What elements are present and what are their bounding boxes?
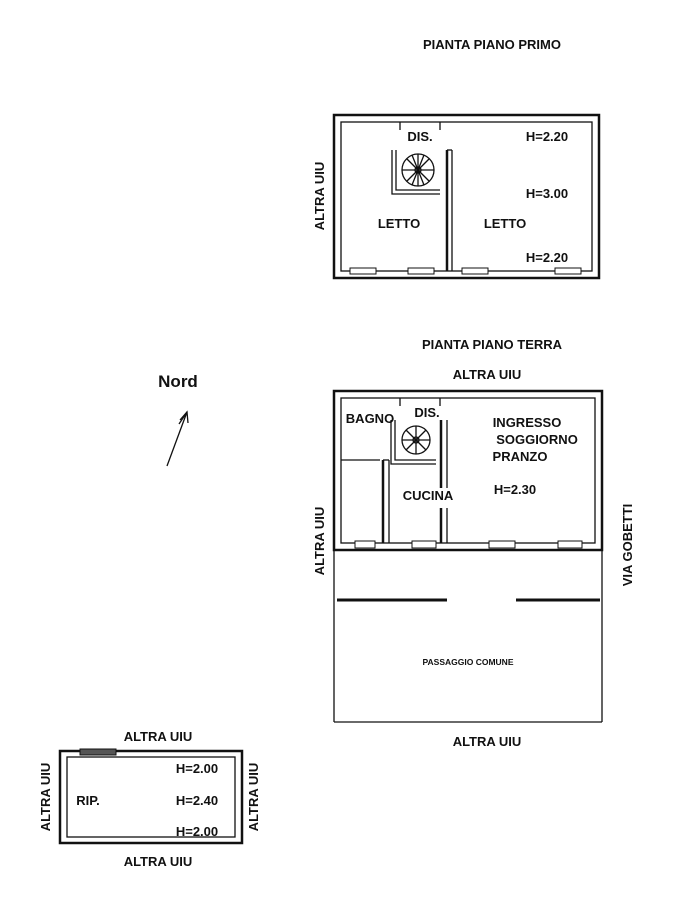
ground-floor-side-bottom: ALTRA UIU [453, 734, 522, 749]
ground-floor-height: H=2.30 [494, 482, 536, 497]
ground-floor-side-top: ALTRA UIU [453, 367, 522, 382]
first-floor-height-middle: H=3.00 [526, 186, 568, 201]
storage-outer-wall [58, 749, 244, 845]
ground-floor-side-left: ALTRA UIU [312, 507, 327, 576]
north-arrow-icon [166, 410, 189, 467]
storage-room-label: RIP. [76, 793, 100, 808]
ground-floor-spiral-stair [401, 425, 431, 455]
ground-floor-outer-wall [332, 389, 604, 552]
ground-floor-title: PIANTA PIANO TERRA [422, 337, 563, 352]
window [411, 540, 437, 549]
ground-floor-room-dis: DIS. [414, 405, 439, 420]
ground-floor-room-cucina: CUCINA [403, 488, 454, 503]
first-floor-plan [332, 113, 601, 280]
ground-floor-side-right: VIA GOBETTI [620, 504, 635, 587]
ground-floor-room-pranzo: PRANZO [493, 449, 548, 464]
storage-height-middle: H=2.40 [176, 793, 218, 808]
window [461, 267, 489, 275]
ground-floor-plan [332, 389, 604, 723]
window [354, 540, 376, 549]
storage-side-bottom: ALTRA UIU [124, 854, 193, 869]
first-floor-side-left: ALTRA UIU [312, 162, 327, 231]
window [488, 540, 516, 549]
ground-floor-room-ingresso: INGRESSO [493, 415, 562, 430]
window [554, 267, 582, 275]
first-floor-spiral-stair [401, 153, 435, 187]
passage-label: PASSAGGIO COMUNE [423, 657, 514, 667]
first-floor-room-letto-left: LETTO [378, 216, 420, 231]
storage-height-bottom: H=2.00 [176, 824, 218, 839]
ground-floor-room-soggiorno: SOGGIORNO [496, 432, 578, 447]
storage-window [79, 748, 117, 756]
north-label: Nord [158, 372, 198, 391]
storage-side-right: ALTRA UIU [246, 763, 261, 832]
storage-side-left: ALTRA UIU [38, 763, 53, 832]
first-floor-height-top: H=2.20 [526, 129, 568, 144]
first-floor-room-dis: DIS. [407, 129, 432, 144]
window [407, 267, 435, 275]
first-floor-outer-wall [332, 113, 601, 280]
first-floor-room-letto-right: LETTO [484, 216, 526, 231]
first-floor-title: PIANTA PIANO PRIMO [423, 37, 561, 52]
window [349, 267, 377, 275]
storage-plan [58, 748, 244, 845]
ground-floor-room-bagno: BAGNO [346, 411, 394, 426]
window [557, 540, 583, 549]
storage-height-top: H=2.00 [176, 761, 218, 776]
first-floor-height-bottom: H=2.20 [526, 250, 568, 265]
storage-side-top: ALTRA UIU [124, 729, 193, 744]
